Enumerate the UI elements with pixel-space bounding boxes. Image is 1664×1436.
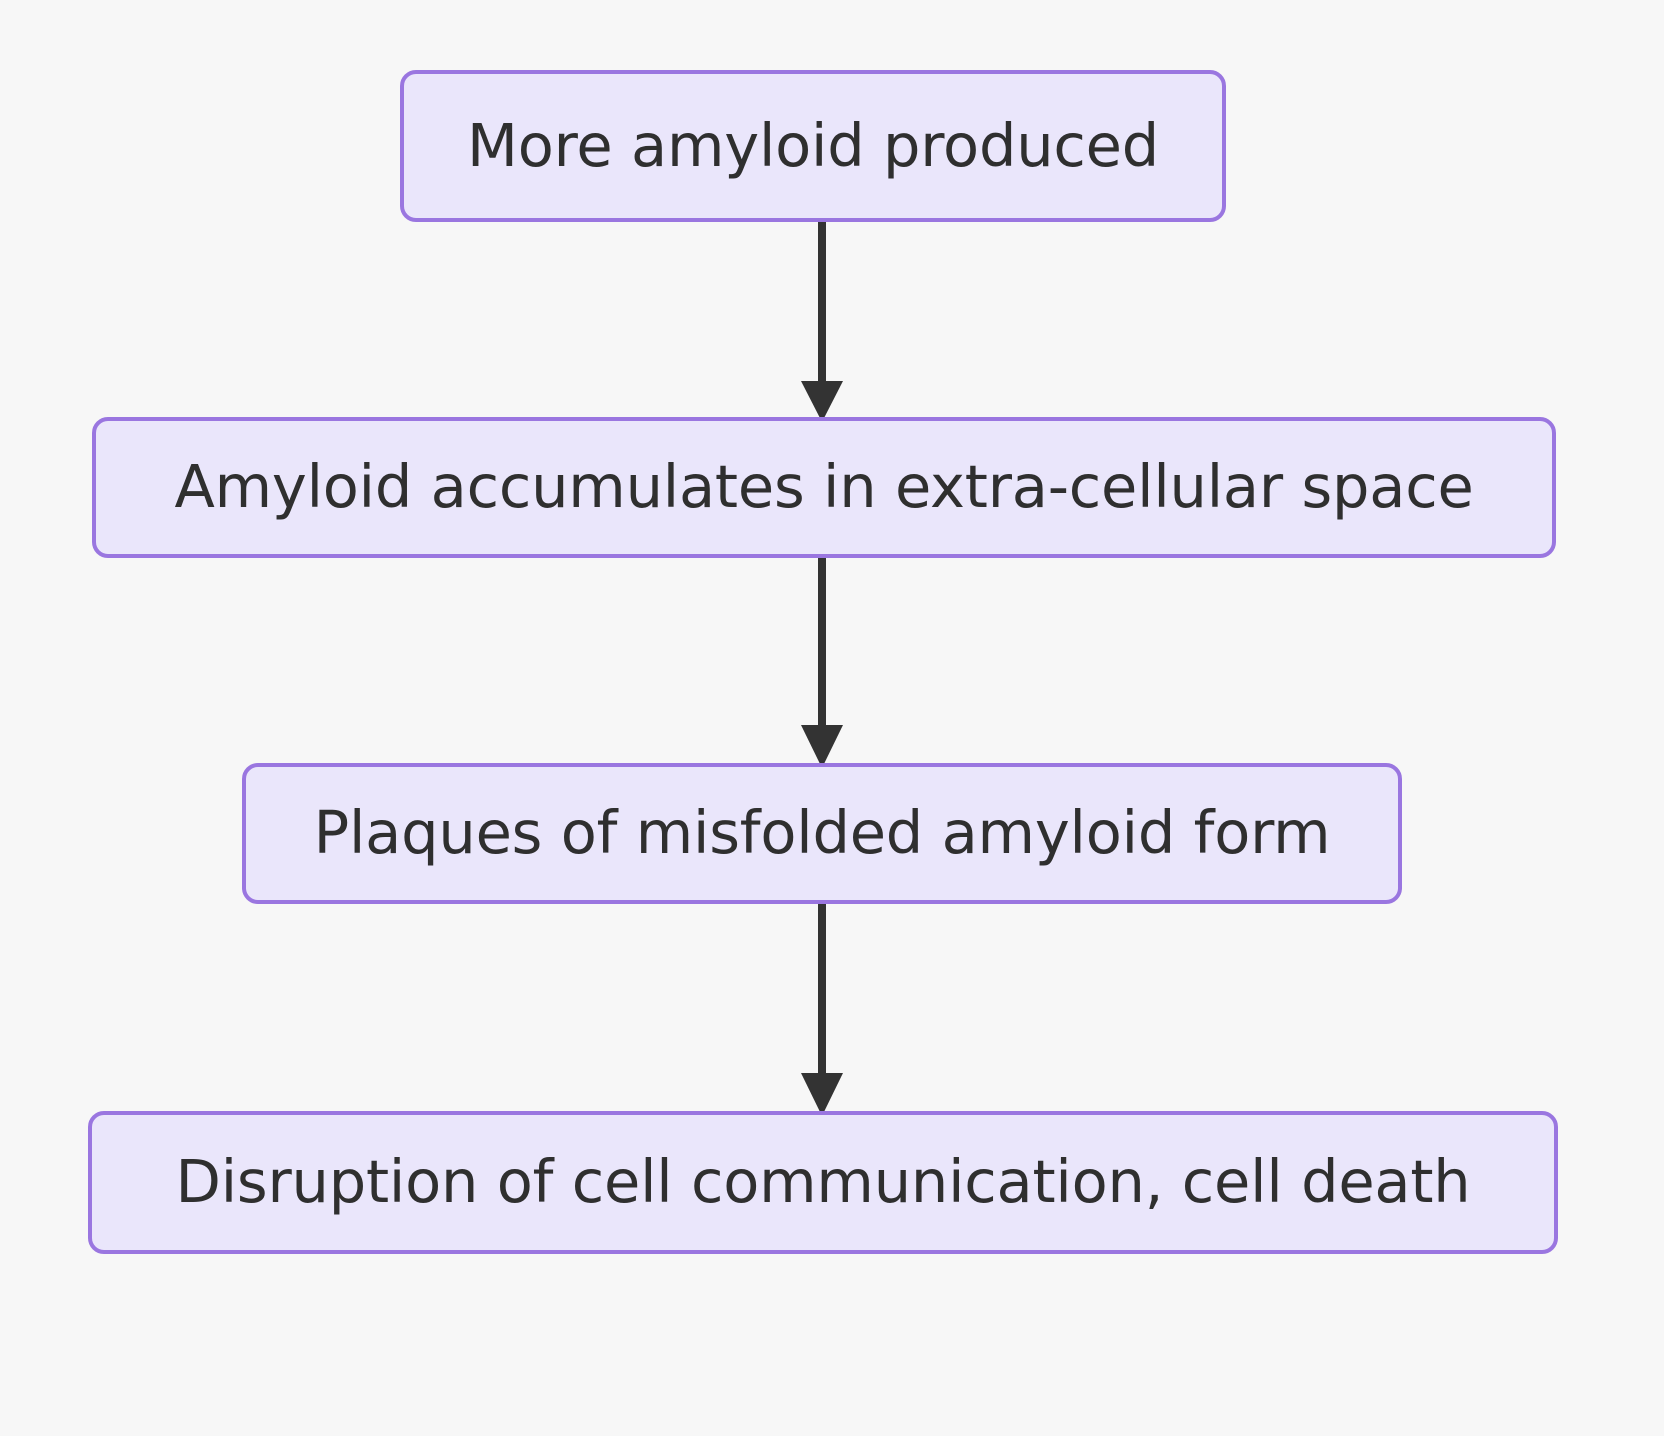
flowchart-edge-n3-n4 (801, 900, 843, 1116)
flowchart-node-disruption-cell-death[interactable]: Disruption of cell communication, cell d… (88, 1111, 1558, 1254)
flowchart-node-amyloid-accumulates[interactable]: Amyloid accumulates in extra-cellular sp… (92, 417, 1556, 558)
flowchart-edge-n1-n2 (801, 218, 843, 422)
flowchart-node-plaques-form[interactable]: Plaques of misfolded amyloid form (242, 763, 1402, 904)
arrowhead-icon (801, 1073, 843, 1116)
flowchart-node-label: More amyloid produced (467, 110, 1159, 180)
flowchart-node-label: Disruption of cell communication, cell d… (175, 1147, 1471, 1217)
flowchart-edge-n2-n3 (801, 554, 843, 768)
arrowhead-icon (801, 725, 843, 768)
flowchart-node-more-amyloid-produced[interactable]: More amyloid produced (400, 70, 1226, 222)
flowchart-node-label: Amyloid accumulates in extra-cellular sp… (174, 452, 1474, 522)
arrowhead-icon (801, 381, 843, 422)
flowchart-node-label: Plaques of misfolded amyloid form (313, 798, 1331, 868)
